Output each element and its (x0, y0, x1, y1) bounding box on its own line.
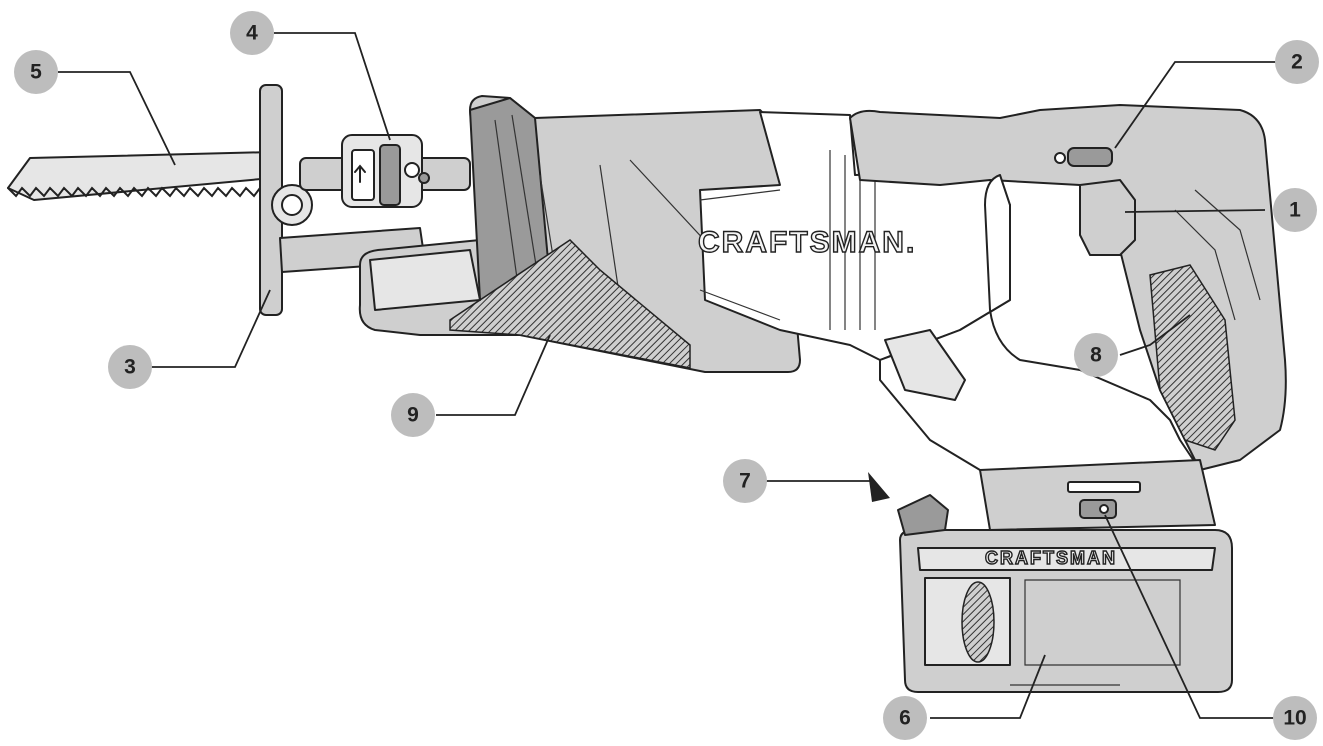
callout-number: 4 (246, 22, 258, 45)
callout-number: 6 (899, 707, 911, 730)
callout-number: 9 (407, 404, 419, 427)
callout-number: 3 (124, 356, 136, 379)
blade-clamp-assembly (299, 134, 471, 208)
leader-lines (58, 32, 1277, 719)
callout-number: 7 (739, 470, 751, 493)
callout-number: 2 (1291, 51, 1303, 74)
callout-5: 5 (14, 50, 58, 94)
handle (879, 174, 1261, 479)
callout-number: 1 (1289, 199, 1301, 222)
callout-10: 10 (1273, 696, 1317, 740)
callout-4: 4 (230, 11, 274, 55)
battery-pack: CRAFTSMAN (897, 459, 1233, 693)
callout-1: 1 (1273, 188, 1317, 232)
callout-3: 3 (108, 345, 152, 389)
callout-number: 8 (1090, 344, 1102, 367)
callout-2: 2 (1275, 40, 1319, 84)
callout-number: 10 (1283, 707, 1306, 730)
battery-brand-logo: CRAFTSMAN (985, 548, 1117, 568)
callout-8: 8 (1074, 333, 1118, 377)
saw-blade (7, 151, 273, 201)
front-housing (358, 95, 801, 373)
callout-6: 6 (883, 696, 927, 740)
callout-9: 9 (391, 393, 435, 437)
body-brand-logo: CRAFTSMAN. (698, 226, 916, 259)
callout-7: 7 (723, 459, 767, 503)
callout-number: 5 (30, 61, 42, 84)
